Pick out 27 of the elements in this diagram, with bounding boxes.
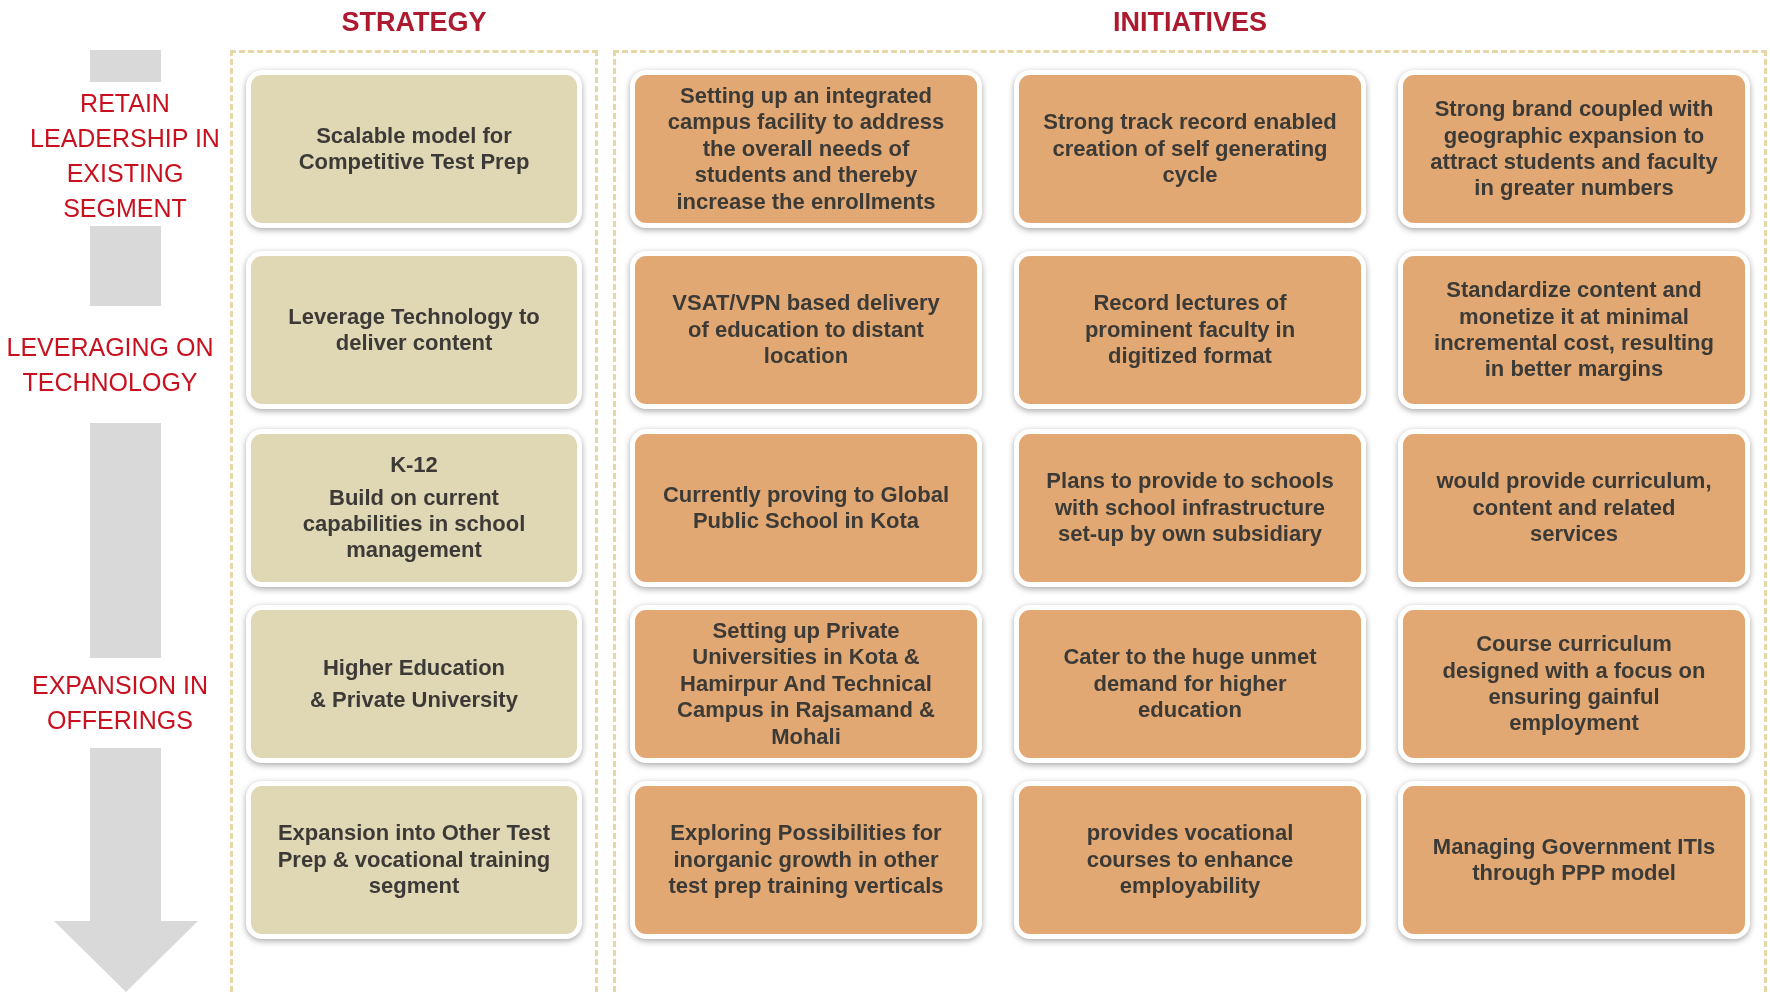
box-text: K-12: [390, 452, 438, 479]
box-text: would provide curriculum, content and related services: [1435, 468, 1713, 548]
box-text: Leverage Technology to deliver content: [287, 303, 541, 357]
box-text: Currently proving to Global Public School in Kota: [662, 481, 950, 535]
box-text: Exploring Possibilities for inorganic growth in other test prep training verticals: [667, 820, 945, 900]
stage-label: RETAIN LEADERSHIP IN EXISTING SEGMENT: [29, 88, 221, 224]
column-heading: STRATEGY: [340, 6, 488, 39]
box-text: provides vocational courses to enhance employability: [1085, 820, 1295, 900]
column-heading: INITIATIVES: [1112, 6, 1268, 39]
box-text: Managing Government ITIs through PPP model: [1431, 833, 1717, 887]
box-text: Strong track record enabled creation of self generating cycle: [1043, 109, 1337, 189]
box-text: Scalable model for Competitive Test Prep: [297, 122, 531, 176]
box-text: Expansion into Other Test Prep & vocational training segment: [276, 820, 552, 900]
box-text: Build on current capabilities in school management: [301, 484, 527, 564]
box-text: Setting up an integrated campus facility to address the overall needs of students and thereby increase the enrollments: [666, 83, 946, 215]
box-text: Higher Education: [322, 654, 506, 681]
box-text: Standardize content and monetize it at minimal incremental cost, resulting in better margins: [1433, 277, 1715, 383]
box-text: Plans to provide to schools with school infrastructure set-up by own subsidiary: [1045, 468, 1335, 548]
box-text: VSAT/VPN based delivery of education to distant location: [671, 290, 941, 370]
box-text: Course curriculum designed with a focus on ensuring gainful employment: [1441, 631, 1707, 737]
stage-label: LEVERAGING ON TECHNOLOGY: [5, 332, 215, 398]
stage-label: EXPANSION IN OFFERINGS: [31, 670, 209, 736]
box-text: & Private University: [310, 687, 518, 714]
box-text: Record lectures of prominent faculty in digitized format: [1083, 290, 1297, 370]
box-text: Cater to the huge unmet demand for higher education: [1062, 644, 1318, 724]
box-text: Strong brand coupled with geographic expansion to attract students and faculty in greater numbers: [1429, 96, 1719, 202]
box-text: Setting up Private Universities in Kota & Hamirpur And Technical Campus in Rajsamand & Mohali: [676, 618, 936, 750]
